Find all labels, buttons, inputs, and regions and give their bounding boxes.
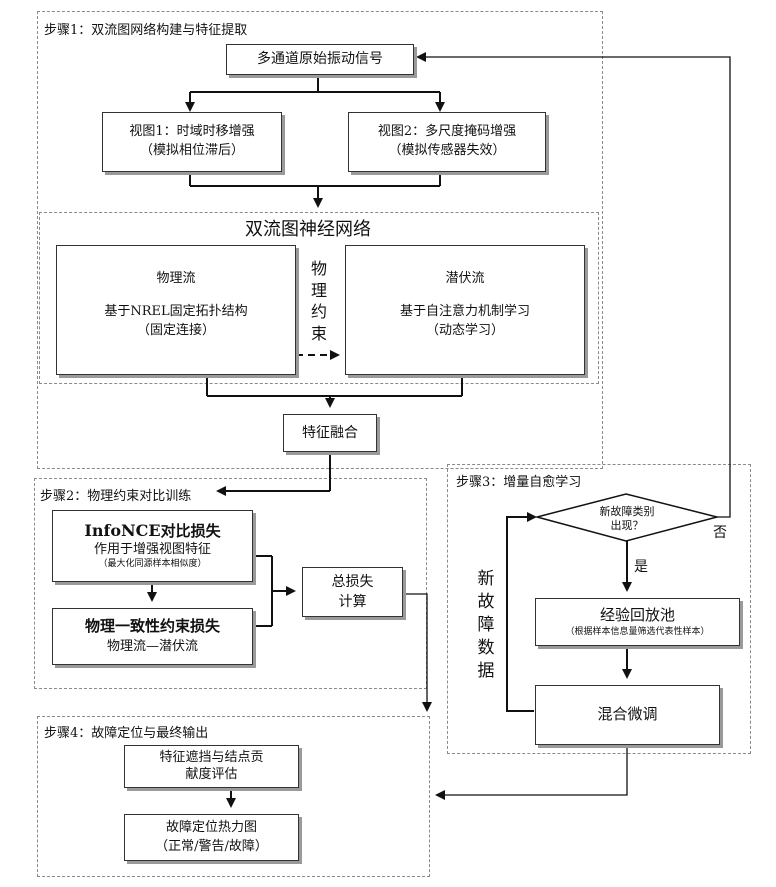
physical-stream-sub: （固定连接）	[137, 322, 215, 341]
physics-loss-desc: 物理流—潜伏流	[107, 638, 198, 657]
fault-heatmap-box: 故障定位热力图 （正常/警告/故障）	[124, 814, 299, 861]
finetune-box: 混合微调	[535, 685, 720, 745]
feature-fusion-text: 特征融合	[302, 423, 358, 443]
infonce-loss-box: InfoNCE对比损失 作用于增强视图特征 （最大化同源样本相似度）	[52, 510, 253, 582]
total-loss-text: 总损失计算	[327, 572, 378, 613]
replay-pool-box: 经验回放池 （根据样本信息量筛选代表性样本）	[535, 598, 740, 646]
feature-fusion-box: 特征融合	[283, 414, 377, 452]
view2-box: 视图2：多尺度掩码增强 （模拟传感器失效）	[348, 112, 546, 172]
view1-box: 视图1：时域时移增强 （模拟相位滞后）	[102, 112, 282, 172]
decision-text: 新故障类别出现？	[596, 505, 658, 534]
infonce-title-cn: 对比损失	[161, 522, 221, 540]
feature-masking-text: 特征遮挡与结点贡献度评估	[125, 750, 298, 784]
infonce-title: InfoNCE对比损失	[84, 521, 220, 542]
view1-title: 视图1：时域时移增强	[129, 123, 254, 142]
no-label: 否	[713, 522, 727, 542]
yes-label: 是	[634, 556, 648, 576]
physical-stream-title: 物理流	[156, 270, 195, 289]
replay-pool-note: （根据样本信息量筛选代表性样本）	[565, 626, 709, 639]
feature-masking-box: 特征遮挡与结点贡献度评估	[124, 745, 299, 788]
view2-subtitle: （模拟传感器失效）	[388, 142, 505, 161]
physical-constraint-label: 物理约束	[309, 258, 329, 344]
infonce-note: （最大化同源样本相似度）	[98, 559, 206, 571]
infonce-desc: 作用于增强视图特征	[94, 542, 211, 559]
latent-stream-sub: （动态学习）	[426, 322, 504, 341]
physics-loss-title: 物理一致性约束损失	[85, 616, 220, 638]
new-fault-data-label: 新故障数据	[476, 568, 496, 683]
finetune-text: 混合微调	[597, 704, 657, 726]
replay-pool-title: 经验回放池	[600, 605, 675, 627]
physics-consistency-loss-box: 物理一致性约束损失 物理流—潜伏流	[52, 608, 253, 665]
raw-signal-text: 多通道原始振动信号	[257, 49, 383, 69]
physical-stream-desc: 基于NREL固定拓扑结构	[104, 303, 247, 322]
total-loss-box: 总损失计算	[302, 567, 403, 617]
raw-signal-box: 多通道原始振动信号	[226, 44, 414, 75]
view1-subtitle: （模拟相位滞后）	[140, 142, 244, 161]
physical-stream-box: 物理流 基于NREL固定拓扑结构 （固定连接）	[56, 245, 296, 375]
view2-title: 视图2：多尺度掩码增强	[378, 123, 516, 142]
heatmap-title: 故障定位热力图	[166, 819, 257, 838]
latent-stream-title: 潜伏流	[445, 270, 484, 289]
heatmap-sub: （正常/警告/故障）	[155, 838, 268, 857]
latent-stream-desc: 基于自注意力机制学习	[400, 303, 530, 322]
infonce-title-en: InfoNCE	[84, 521, 160, 540]
latent-stream-box: 潜伏流 基于自注意力机制学习 （动态学习）	[345, 245, 585, 375]
